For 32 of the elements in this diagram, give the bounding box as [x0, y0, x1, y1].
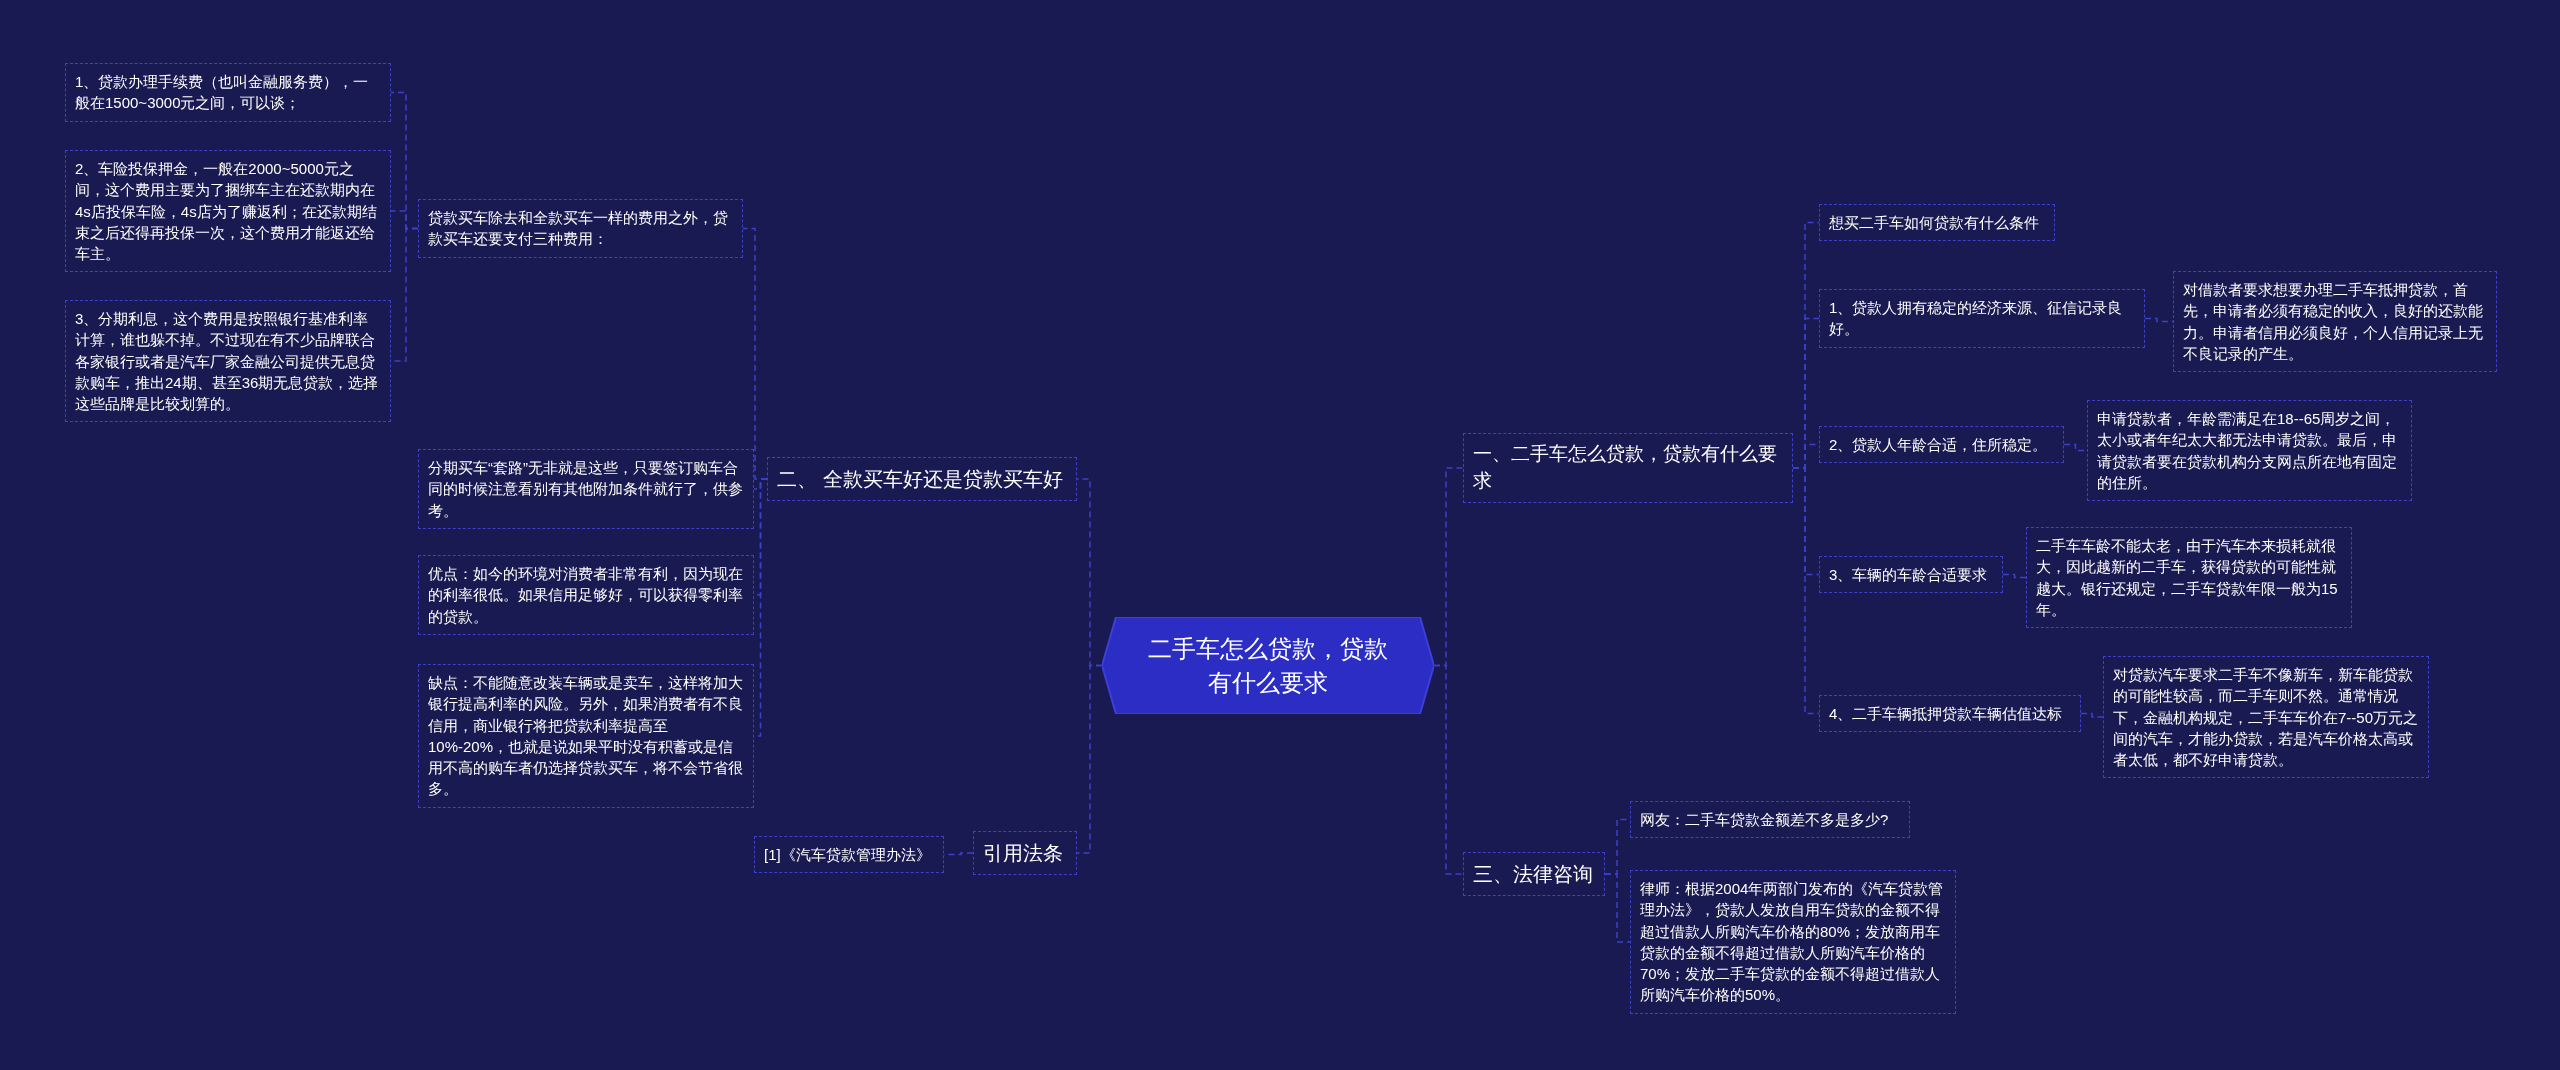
connector	[1433, 664, 1464, 875]
connector	[1604, 873, 1631, 943]
text-box: 2、贷款人年龄合适，住所稳定。	[1819, 426, 2064, 464]
branch-topic: 一、二手车怎么贷款，贷款有什么要求	[1463, 433, 1793, 503]
connector	[2144, 317, 2174, 323]
text-box: 1、贷款办理手续费（也叫金融服务费），一般在1500~3000元之间，可以谈；	[65, 63, 391, 122]
text-box: 贷款买车除去和全款买车一样的费用之外，贷款买车还要支付三种费用：	[418, 199, 743, 258]
central-topic: 二手车怎么贷款，贷款有什么要求	[1102, 617, 1434, 714]
text-box: 3、车辆的车龄合适要求	[1819, 556, 2003, 594]
text-box: [1]《汽车贷款管理办法》	[754, 836, 944, 874]
text-box: 二手车车龄不能太老，由于汽车本来损耗就很大，因此越新的二手车，获得贷款的可能性就越大。银行还规定，二手车贷款年限一般为15年。	[2026, 527, 2352, 629]
connector	[2080, 712, 2104, 718]
connector	[1792, 467, 1820, 715]
text-box: 对贷款汽车要求二手车不像新车，新车能贷款的可能性较高，而二手车则不然。通常情况下，金融机构规定，二手车车价在7--50万元之间的汽车，才能办贷款，若是汽车价格太高或者太低，都不好申请贷款。	[2103, 656, 2429, 779]
text-box: 网友：二手车贷款金额差不多是多少?	[1630, 801, 1910, 839]
text-box: 分期买车“套路”无非就是这些，只要签订购车合同的时候注意看别有其他附加条件就行了，供参考。	[418, 449, 754, 529]
connector	[1076, 664, 1103, 854]
connector	[943, 852, 974, 856]
text-box: 律师：根据2004年两部门发布的《汽车贷款管理办法》，贷款人发放自用车贷款的金额不得超过借款人所购汽车价格的80%；发放商用车贷款的金额不得超过借款人所购汽车价格的70%；发放二手车贷款的金额不得超过借款人所购汽车价格的50%。	[1630, 870, 1956, 1014]
branch-topic: 二、 全款买车好还是贷款买车好	[767, 457, 1077, 502]
connector	[2002, 573, 2027, 579]
branch-topic: 三、法律咨询	[1463, 852, 1605, 897]
text-box: 2、车险投保押金，一般在2000~5000元之间，这个费用主要为了捆绑车主在还款期内在4s店投保车险，4s店为了赚返利；在还款期结束之后还得再投保一次，这个费用才能返还给车主。	[65, 150, 391, 273]
branch-topic: 引用法条	[973, 831, 1077, 876]
text-box: 申请贷款者，年龄需满足在18--65周岁之间，太小或者年纪太大都无法申请贷款。最后，申请贷款者要在贷款机构分支网点所在地有固定的住所。	[2087, 400, 2412, 502]
text-box: 优点：如今的环境对消费者非常有利，因为现在的利率很低。如果信用足够好，可以获得零利率的贷款。	[418, 555, 754, 635]
text-box: 1、贷款人拥有稳定的经济来源、征信记录良好。	[1819, 289, 2145, 348]
text-box: 想买二手车如何贷款有什么条件	[1819, 204, 2055, 242]
text-box: 4、二手车辆抵押贷款车辆估值达标	[1819, 695, 2081, 733]
text-box: 3、分期利息，这个费用是按照银行基准利率计算，谁也躲不掉。不过现在有不少品牌联合各家银行或者是汽车厂家金融公司提供无息贷款购车，推出24期、甚至36期无息贷款，选择这些品牌是比较划算的。	[65, 300, 391, 423]
text-box: 对借款者要求想要办理二手车抵押贷款，首先，申请者必须有稳定的收入，良好的还款能力。申请者信用必须良好，个人信用记录上无不良记录的产生。	[2173, 271, 2497, 373]
text-box: 缺点：不能随意改装车辆或是卖车，这样将加大银行提高利率的风险。另外，如果消费者有不良信用，商业银行将把贷款利率提高至10%-20%，也就是说如果平时没有积蓄或是信用不高的购车者仍选择贷款买车，将不会节省很多。	[418, 664, 754, 808]
